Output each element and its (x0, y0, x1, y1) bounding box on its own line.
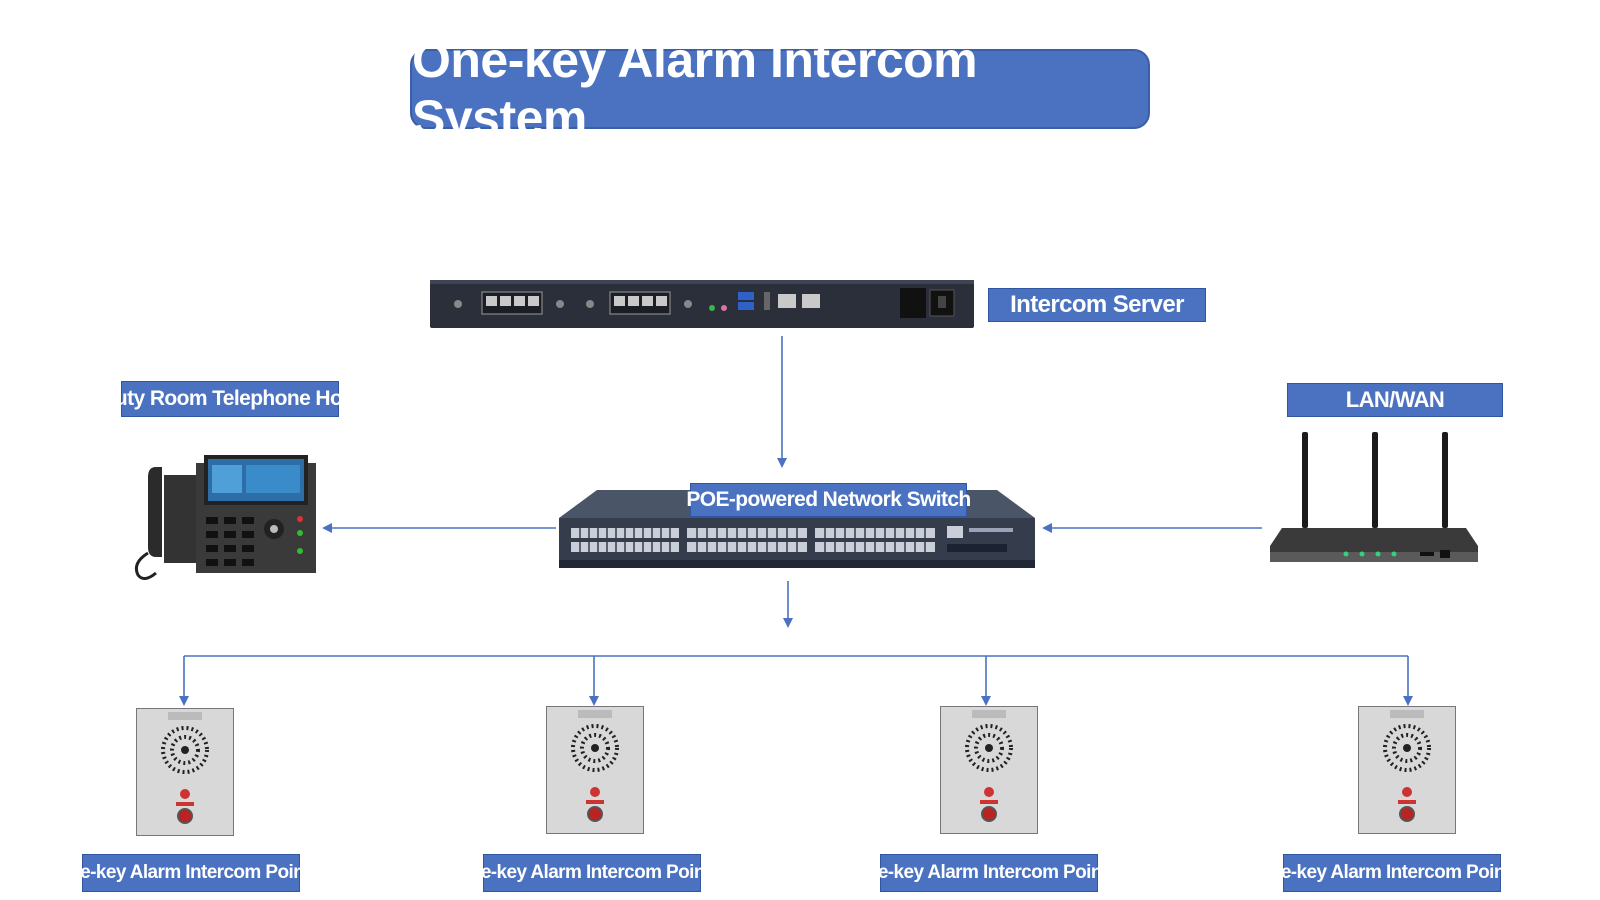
intercom-point-c-label: One-key Alarm Intercom Point C (853, 854, 1126, 892)
intercom-point-n-label: One-key Alarm Intercom Point N (1256, 854, 1529, 892)
network-switch-label: POE-powered Network Switch (686, 483, 971, 517)
intercom-panel-icon (1358, 706, 1456, 834)
intercom-panel-icon (940, 706, 1038, 834)
desk-phone-icon (134, 455, 316, 580)
intercom-point-b-label: One-key Alarm Intercom Point B (456, 854, 729, 892)
intercom-point-a-label: One-key Alarm Intercom Point A (55, 854, 328, 892)
intercom-panel-icon (546, 706, 644, 834)
router-icon (1270, 432, 1478, 562)
intercom-panel-icon (136, 708, 234, 836)
duty-room-label: Duty Room Telephone Host (100, 381, 360, 417)
server-rack-icon (430, 280, 974, 328)
intercom-server-label: Intercom Server (988, 288, 1206, 322)
lan-wan-label: LAN/WAN (1287, 383, 1503, 417)
